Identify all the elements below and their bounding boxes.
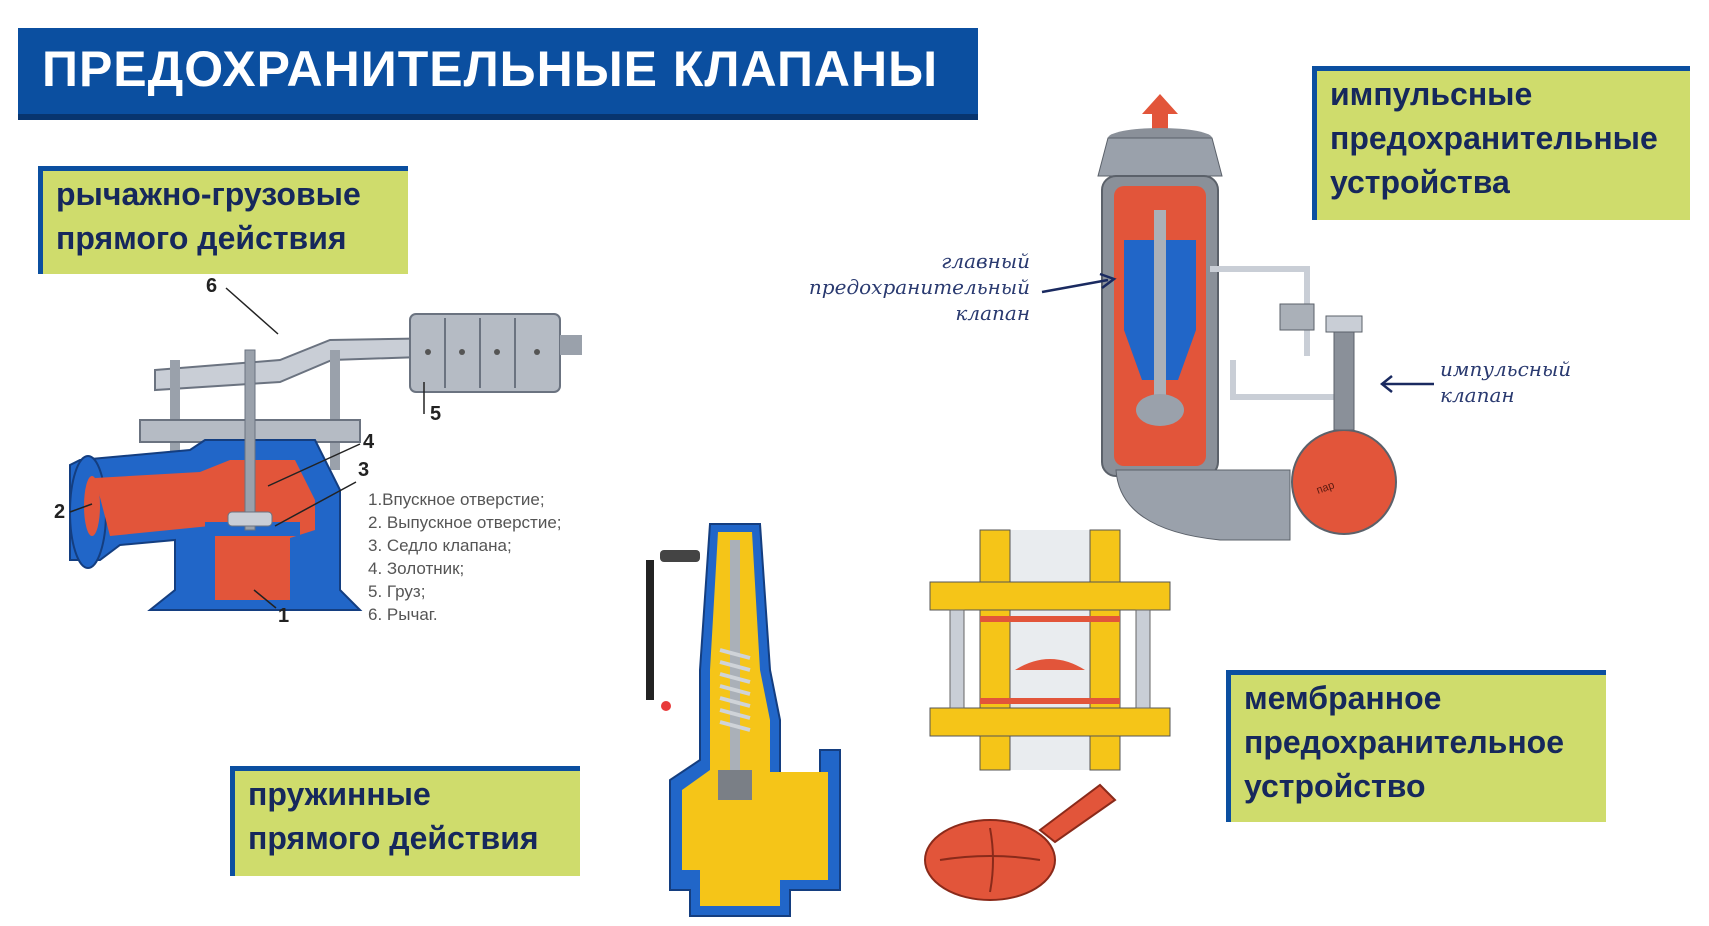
main-valve-stem [1154,210,1166,410]
label-impulse-line-3: устройства [1330,164,1510,200]
impulse-line-bottom [1230,394,1340,400]
impulse-device-diagram: пар [1097,94,1397,541]
label-membrane-line-2: предохранительное [1244,724,1565,760]
steam-vessel [1291,429,1397,535]
legend-item-4: 4. Золотник; [368,559,465,578]
membrane-flange-top [929,581,1171,611]
main-valve-annotation-line-2: предохранительный [808,275,1030,299]
label-membrane: мембранное предохранительное устройство [1226,670,1606,822]
spring-valve-indicator [661,701,671,711]
membrane-flange-bottom [929,707,1171,737]
spring-valve-cutaway [682,532,828,906]
label-spring: пружинные прямого действия [230,766,580,876]
label-lever-weight: рычажно-грузовые прямого действия [38,166,408,274]
main-valve-cap [1097,137,1223,177]
membrane-device-diagram [924,529,1171,901]
impulse-valve-annotation-line-1: импульсный [1440,357,1572,381]
rupture-disc [924,783,1117,901]
label-impulse-line-2: предохранительные [1330,120,1658,156]
impulse-valve-weight [1279,303,1315,331]
legend-item-2: 2. Выпускное отверстие; [368,513,562,532]
membrane-gasket-top [980,616,1120,622]
impulse-line-top [1210,266,1310,272]
label-membrane-line-1: мембранное [1244,680,1442,716]
main-valve-annotation-line-3: клапан [955,301,1030,325]
membrane-disc [1015,659,1085,670]
main-valve-annotation: главный предохранительный клапан [770,248,1030,326]
callout-5: 5 [430,403,441,425]
post-left [170,360,180,470]
lever [154,336,451,392]
impulse-valve-body [1333,329,1355,431]
membrane-bolt-right [1135,609,1151,709]
valve-disc [227,511,273,527]
membrane-bolt-left [949,609,965,709]
lever-weight-valve-diagram: 6 5 4 3 2 1 [54,275,582,627]
callout-1: 1 [278,605,289,627]
callout-3: 3 [358,459,369,481]
label-lever-line-2: прямого действия [56,220,347,256]
label-impulse-line-1: импульсные [1330,76,1533,112]
post-right [330,350,340,470]
main-valve-annotation-line-1: главный [941,249,1030,273]
impulse-pipe-elbow [1115,469,1291,541]
valve-stem [244,349,256,531]
label-impulse: импульсные предохранительные устройства [1312,66,1690,220]
lever-diagram-legend: 1.Впускное отверстие; 2. Выпускное отвер… [368,488,562,626]
main-valve-disc [1136,394,1184,426]
impulse-valve-annotation-line-2: клапан [1440,383,1515,407]
impulse-valve-pointer [1379,375,1434,393]
callout-6: 6 [206,275,217,297]
spring-valve-diagram [646,523,841,917]
label-spring-line-2: прямого действия [248,820,539,856]
spring-valve-handle [660,550,700,562]
impulse-line-return [1230,360,1236,400]
label-spring-line-1: пружинные [248,776,431,812]
legend-item-3: 3. Седло клапана; [368,536,512,555]
impulse-valve-head [1325,315,1363,333]
label-lever-line-1: рычажно-грузовые [56,176,361,212]
label-membrane-line-3: устройство [1244,768,1426,804]
spring-valve-disc [718,770,752,800]
membrane-gasket-bottom [980,698,1120,704]
impulse-valve-annotation: импульсный клапан [1440,356,1610,408]
title-banner: ПРЕДОХРАНИТЕЛЬНЫЕ КЛАПАНЫ [18,28,978,120]
valve-body [69,439,363,611]
page-title: ПРЕДОХРАНИТЕЛЬНЫЕ КЛАПАНЫ [42,41,939,97]
main-valve-pointer [1041,272,1117,294]
callout-2: 2 [54,501,65,523]
callout-4: 4 [363,431,375,453]
spring-coil [719,648,751,732]
legend-item-5: 5. Груз; [368,582,426,601]
weight-block [409,313,582,393]
legend-item-1: 1.Впускное отверстие; [368,490,545,509]
impulse-outlet-arrow [1142,94,1178,132]
legend-item-6: 6. Рычаг. [368,605,438,624]
steam-tag: пар [1315,479,1336,497]
spring-valve-lever [646,560,654,700]
